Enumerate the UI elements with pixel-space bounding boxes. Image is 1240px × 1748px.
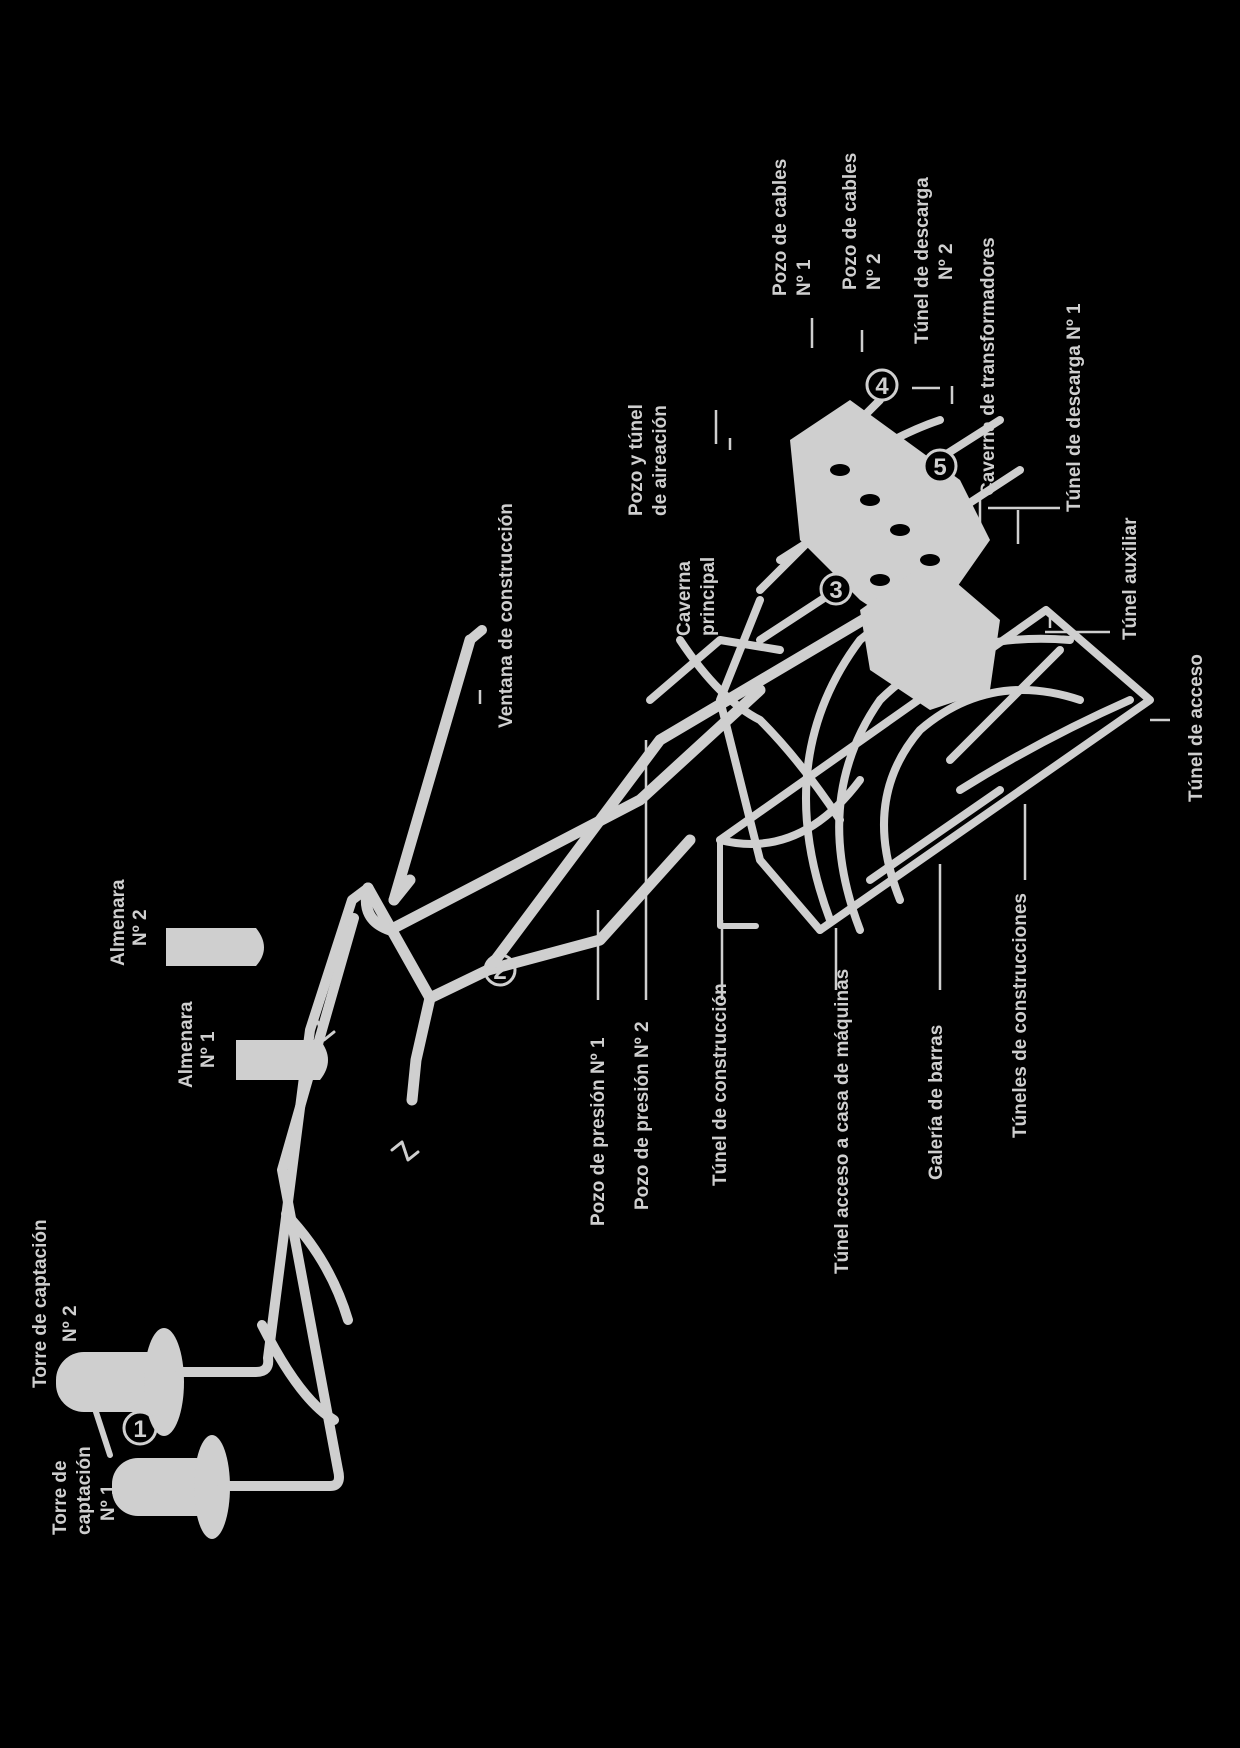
svg-text:Ventana de construcción: Ventana de construcción — [496, 503, 517, 728]
label-pozo-presion-2: Pozo de presión Nº 2 — [632, 1021, 653, 1210]
svg-text:Nº 1: Nº 1 — [198, 1031, 219, 1068]
svg-text:Pozo de presión Nº 2: Pozo de presión Nº 2 — [632, 1021, 653, 1210]
svg-text:Torre de: Torre de — [50, 1460, 71, 1535]
marker-4: 4 — [865, 368, 899, 402]
marker-1: 1 — [122, 1410, 158, 1446]
svg-text:Pozo y túnel: Pozo y túnel — [626, 404, 647, 516]
svg-text:3: 3 — [829, 577, 842, 604]
label-caverna-transformadores: Caverna de transformadores — [978, 237, 999, 496]
label-tuneles-construcciones: Túneles de construcciones — [1010, 893, 1031, 1138]
label-pozo-cables-2: Pozo de cables Nº 2 — [840, 153, 885, 290]
label-torre-1: Torre de captación Nº 1 — [50, 1446, 119, 1535]
surge-tank-2-shape — [166, 928, 264, 966]
svg-text:Nº 2: Nº 2 — [936, 243, 957, 280]
svg-text:Túnel de descarga: Túnel de descarga — [912, 177, 933, 344]
construction-tunnel-line — [717, 837, 759, 929]
svg-text:Nº 1: Nº 1 — [794, 259, 815, 296]
svg-text:Nº 2: Nº 2 — [864, 253, 885, 290]
svg-text:Pozo de cables: Pozo de cables — [770, 159, 791, 296]
label-pozo-tunel-aireacion: Pozo y túnel de aireación — [626, 404, 671, 516]
label-tunel-acceso-maquinas: Túnel acceso a casa de máquinas — [832, 969, 853, 1274]
svg-text:Túneles de construcciones: Túneles de construcciones — [1010, 893, 1031, 1138]
leader-lines — [478, 318, 1170, 1000]
label-pozo-presion-1: Pozo de presión Nº 1 — [588, 1037, 609, 1226]
svg-text:Nº 1: Nº 1 — [98, 1484, 119, 1521]
svg-text:5: 5 — [933, 454, 946, 481]
label-galeria-barras: Galería de barras — [926, 1025, 947, 1180]
svg-text:de aireación: de aireación — [650, 405, 671, 516]
svg-text:Túnel de acceso: Túnel de acceso — [1186, 654, 1207, 802]
label-almenara-2: Almenara Nº 2 — [108, 879, 151, 966]
label-tunel-descarga-1: Túnel de descarga Nº 1 — [1064, 303, 1085, 512]
intake-tower-2-shape — [56, 1328, 184, 1436]
label-almenara-1: Almenara Nº 1 — [176, 1001, 219, 1088]
svg-text:Nº 2: Nº 2 — [130, 909, 151, 946]
svg-text:Túnel de descarga Nº 1: Túnel de descarga Nº 1 — [1064, 303, 1085, 512]
svg-text:Túnel acceso a casa de máquina: Túnel acceso a casa de máquinas — [832, 969, 853, 1274]
svg-text:Caverna de transformadores: Caverna de transformadores — [978, 237, 999, 496]
label-caverna-principal: Caverna principal — [674, 557, 719, 636]
label-tunel-descarga-2: Túnel de descarga Nº 2 — [912, 177, 957, 344]
svg-text:Nº 2: Nº 2 — [60, 1305, 81, 1342]
svg-text:Almenara: Almenara — [108, 879, 129, 966]
headrace-tunnels — [93, 883, 373, 1491]
svg-text:Caverna: Caverna — [674, 561, 695, 636]
intake-tower-1-shape — [112, 1435, 230, 1539]
svg-text:Almenara: Almenara — [176, 1001, 197, 1088]
label-ventana: Ventana de construcción — [496, 503, 517, 728]
marker-5: 5 — [922, 448, 958, 484]
main-cavern-shape — [790, 400, 1000, 710]
penstock-tunnels — [360, 592, 906, 1106]
label-tunel-construccion: Túnel de construcción — [710, 983, 731, 1186]
label-tunel-auxiliar: Túnel auxiliar — [1120, 517, 1141, 640]
break-symbols — [306, 1020, 420, 1162]
svg-text:Pozo de cables: Pozo de cables — [840, 153, 861, 290]
marker-2: 2 — [483, 953, 517, 987]
svg-text:2: 2 — [493, 958, 506, 985]
svg-text:1: 1 — [133, 1416, 146, 1443]
svg-text:captación: captación — [74, 1446, 95, 1535]
label-tunel-acceso: Túnel de acceso — [1186, 654, 1207, 802]
construction-window-tunnel — [465, 625, 487, 645]
svg-text:Torre de captación: Torre de captación — [30, 1219, 51, 1388]
svg-text:Pozo de presión Nº 1: Pozo de presión Nº 1 — [588, 1037, 609, 1226]
marker-3: 3 — [819, 572, 853, 606]
label-torre-2: Torre de captación Nº 2 — [30, 1219, 81, 1388]
svg-text:Túnel de construcción: Túnel de construcción — [710, 983, 731, 1186]
svg-text:principal: principal — [698, 557, 719, 636]
label-pozo-cables-1: Pozo de cables Nº 1 — [770, 159, 815, 296]
svg-text:Galería de barras: Galería de barras — [926, 1025, 947, 1180]
main-cavern-holes — [830, 464, 940, 586]
svg-text:4: 4 — [875, 373, 889, 400]
svg-text:Túnel auxiliar: Túnel auxiliar — [1120, 517, 1141, 640]
